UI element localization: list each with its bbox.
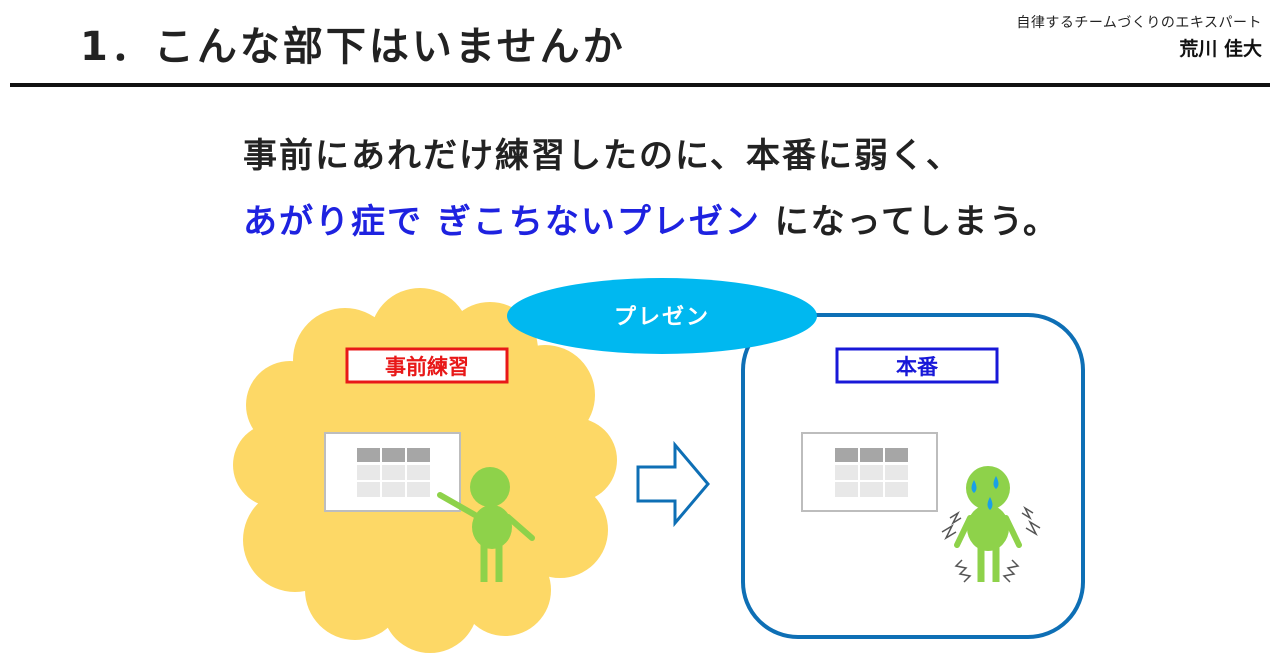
lead-line-1: 事前にあれだけ練習したのに、本番に弱く、 bbox=[243, 136, 962, 176]
live-label-box bbox=[835, 347, 999, 384]
bubble-label: プレゼン bbox=[614, 305, 710, 330]
page-title: 1．こんな部下はいませんか bbox=[80, 24, 626, 70]
presentation-bubble bbox=[507, 278, 817, 354]
trembling-lines-icon bbox=[941, 505, 1041, 583]
sweat-drop-icon bbox=[971, 476, 999, 510]
lead-line-2-rest: になってしまう。 bbox=[760, 202, 1059, 242]
practice-label: 事前練習 bbox=[385, 355, 469, 379]
nervous-presenter-figure bbox=[954, 466, 1022, 582]
practice-whiteboard bbox=[324, 432, 461, 512]
live-whiteboard bbox=[801, 432, 938, 512]
live-label: 本番 bbox=[896, 355, 939, 379]
header-divider bbox=[10, 83, 1270, 87]
practice-label-box bbox=[345, 347, 509, 384]
arrow-right-icon bbox=[636, 440, 710, 528]
brand-tagline: 自律するチームづくりのエキスパート bbox=[1016, 15, 1262, 31]
lead-line-2: あがり症で ぎこちないプレゼン になってしまう。 bbox=[243, 194, 1059, 243]
brand-name: 荒川 佳大 bbox=[1179, 38, 1262, 60]
lead-emphasis: あがり症で ぎこちないプレゼン bbox=[243, 202, 761, 242]
confident-presenter-figure bbox=[437, 467, 535, 582]
